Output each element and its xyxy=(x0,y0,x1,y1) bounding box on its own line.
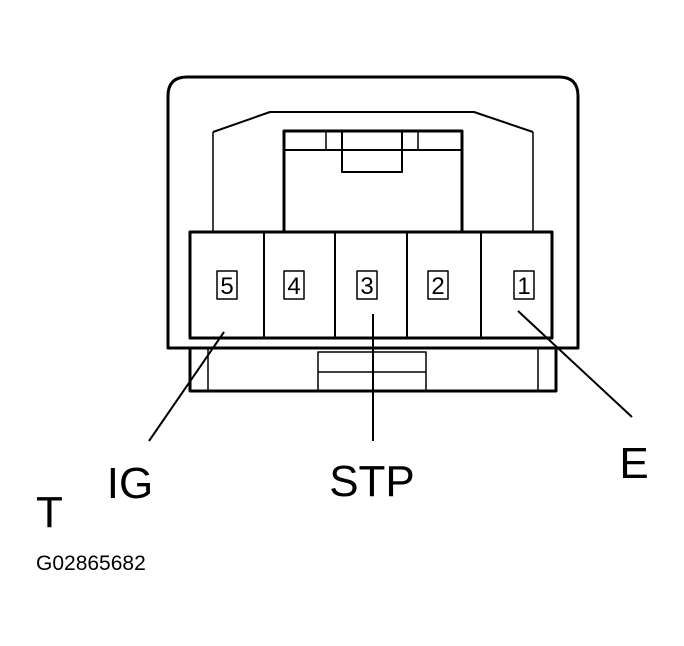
leader-line-ig xyxy=(148,331,225,442)
pin-number-5: 5 xyxy=(220,273,233,300)
connector-housing xyxy=(166,75,580,350)
pin-box-4 xyxy=(283,270,305,300)
pin-box-1 xyxy=(513,270,535,300)
pin-number-3: 3 xyxy=(360,273,373,300)
pin-box-5 xyxy=(216,270,238,300)
terminal-row xyxy=(188,230,554,340)
pin-number-1: 1 xyxy=(517,273,530,300)
pin-box-2 xyxy=(427,270,449,300)
terminal-label-e: E xyxy=(619,439,648,488)
view-label: T xyxy=(36,488,63,537)
locking-tab xyxy=(282,129,464,234)
terminal-label-ig: IG xyxy=(107,459,153,508)
pin-number-2: 2 xyxy=(431,273,444,300)
housing-upper-frame xyxy=(212,111,534,133)
pin-box-3 xyxy=(356,270,378,300)
lock-catch xyxy=(341,130,403,173)
pin-number-4: 4 xyxy=(287,273,300,300)
terminal-label-stp: STP xyxy=(329,457,415,506)
figure-code: G02865682 xyxy=(36,552,146,575)
leader-line-e xyxy=(517,310,633,418)
